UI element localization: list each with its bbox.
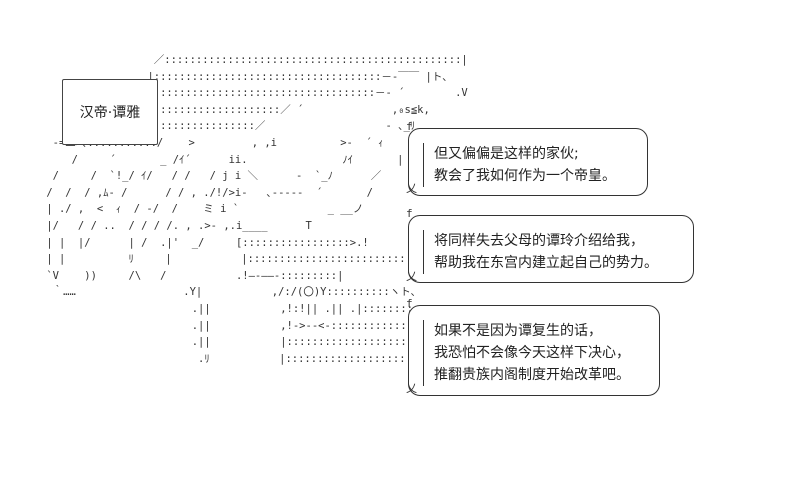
bubble-tail-mark: f xyxy=(406,120,413,133)
speech-line: 推翻贵族内阁制度开始改革吧。 xyxy=(423,364,647,386)
bubble-tail-mark: 乂 xyxy=(406,270,417,283)
speech-bubble-2: 将同样失去父母的谭玲介绍给我， 帮助我在东宫内建立起自己的势力。 xyxy=(408,215,694,283)
ascii-art-figure: ／:::::::::::::::::::::::::::::::::::::::… xyxy=(46,54,545,365)
speech-line: 我恐怕不会像今天这样下决心， xyxy=(423,342,647,364)
speech-line: 教会了我如何作为一个帝皇。 xyxy=(423,165,635,187)
bubble-tail-mark: f xyxy=(406,207,413,220)
speech-bubble-1: 但又偏偏是这样的家伙; 教会了我如何作为一个帝皇。 xyxy=(408,128,648,196)
speech-line: 如果不是因为谭复生的话， xyxy=(423,320,647,342)
speech-bubble-3: 如果不是因为谭复生的话， 我恐怕不会像今天这样下决心， 推翻贵族内阁制度开始改革… xyxy=(408,305,660,396)
character-name-box: 汉帝·谭雅 xyxy=(62,79,158,145)
speech-line: 但又偏偏是这样的家伙; xyxy=(423,143,635,165)
speech-line: 帮助我在东宫内建立起自己的势力。 xyxy=(423,252,681,274)
character-name: 汉帝·谭雅 xyxy=(79,105,141,121)
speech-line: 将同样失去父母的谭玲介绍给我， xyxy=(423,230,681,252)
bubble-tail-mark: 乂 xyxy=(406,382,417,395)
bubble-tail-mark: 乂 xyxy=(406,182,417,195)
bubble-tail-mark: f xyxy=(406,297,413,310)
